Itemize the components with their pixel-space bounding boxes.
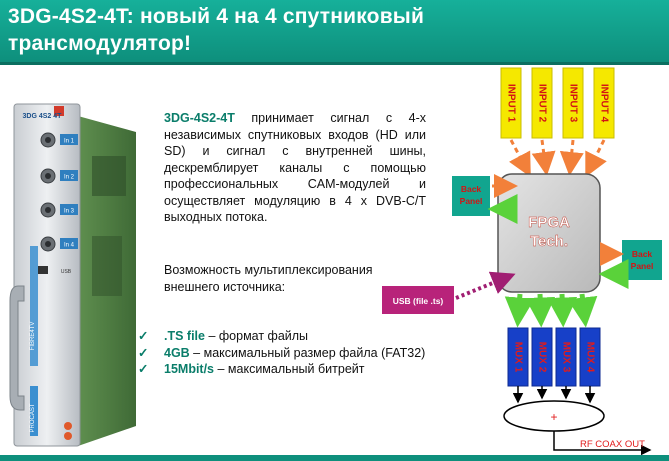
usb-source-label: USB (file .ts) <box>393 296 444 306</box>
device-image: In 1 In 2 In 3 In 4 3DG 4S2 4T USB FIBRE… <box>9 103 136 447</box>
header-divider <box>0 62 669 65</box>
mux-boxes: MUX 1 MUX 2 MUX 3 MUX 4 <box>507 327 601 387</box>
combiner-lines <box>512 386 596 404</box>
usb-port-label: USB <box>61 269 72 275</box>
back-panel-left-label: Back <box>461 184 482 194</box>
check-icon: ✓ <box>138 345 149 360</box>
mux-2: MUX 2 <box>536 342 547 373</box>
combiner-symbol: + <box>550 410 557 424</box>
rf-connectors <box>40 132 56 252</box>
device-side-text: FIBRE4TV <box>30 322 36 351</box>
block-diagram: INPUT 1 INPUT 2 INPUT 3 INPUT 4 FPGA Tec… <box>382 67 662 456</box>
multiplex-text: Возможность мультиплексирования внешнего… <box>164 263 373 294</box>
mux-3: MUX 3 <box>560 342 571 373</box>
description: 3DG-4S2-4T принимает сигнал с 4-х незави… <box>164 110 426 226</box>
check-icon: ✓ <box>138 362 149 376</box>
title-banner: 3DG-4S2-4T: новый 4 на 4 спутниковый тра… <box>0 0 669 62</box>
fpga-line-2: Tech. <box>530 233 568 250</box>
input-label-1: In 1 <box>64 139 75 145</box>
output-line <box>553 431 652 456</box>
front-panel <box>13 103 81 447</box>
feature-key: .TS file <box>164 329 205 343</box>
usb-source <box>382 286 454 314</box>
feature-item: ✓ 4GB – максимальный размер файла (FAT32… <box>138 345 438 362</box>
fpga-block <box>497 173 601 293</box>
back-panel-left <box>452 176 490 216</box>
fpga-line-1: FPGA <box>528 214 570 231</box>
description-text: принимает сигнал с 4-х независимых спутн… <box>164 111 426 224</box>
footer-bar <box>0 455 669 461</box>
handle <box>9 285 25 411</box>
back-panel-left-label-2: Panel <box>460 196 483 206</box>
page-title: 3DG-4S2-4T: новый 4 на 4 спутниковый тра… <box>8 3 424 57</box>
input-label-2: In 2 <box>64 175 75 181</box>
check-icon: ✓ <box>138 329 149 343</box>
back-panel-right <box>622 240 662 280</box>
feature-item: ✓ 15Mbit/s – максимальный битрейт <box>138 361 438 378</box>
input-1: INPUT 1 <box>505 84 516 123</box>
mux-1: MUX 1 <box>512 342 523 373</box>
input-labels: In 1 In 2 In 3 In 4 <box>60 134 78 249</box>
title-line-2: трансмодулятор! <box>8 32 192 55</box>
usb-port <box>38 266 48 274</box>
feature-key: 4GB <box>164 345 190 360</box>
output-label: RF COAX OUT <box>580 439 645 450</box>
feature-item: ✓ .TS file – формат файлы <box>138 328 438 345</box>
input-label-4: In 4 <box>64 243 75 249</box>
device-label: 3DG 4S2 4T <box>23 113 63 120</box>
feature-text: – формат файлы <box>204 329 309 343</box>
input-4: INPUT 4 <box>598 84 609 123</box>
feature-text: – максимальный размер файла (FAT32) <box>189 345 426 360</box>
feature-text: – максимальный битрейт <box>214 362 365 376</box>
input-label-3: In 3 <box>64 209 75 215</box>
input-2: INPUT 2 <box>536 84 547 123</box>
input-boxes: INPUT 1 INPUT 2 INPUT 3 INPUT 4 <box>500 67 615 139</box>
title-line-1: 3DG-4S2-4T: новый 4 на 4 спутниковый <box>8 5 425 28</box>
mux-arrows <box>504 293 598 328</box>
back-panel-right-label: Back <box>632 249 653 259</box>
feature-list: ✓ .TS file – формат файлы ✓ 4GB – максим… <box>138 328 438 378</box>
back-panel-right-label-2: Panel <box>631 261 654 271</box>
device-brand: PROCAST <box>30 403 36 432</box>
model-name: 3DG-4S2-4T <box>164 111 235 125</box>
arrow-usb <box>455 271 516 300</box>
input-arrows <box>508 139 607 178</box>
mux-4: MUX 4 <box>584 342 595 373</box>
feature-key: 15Mbit/s <box>164 362 215 376</box>
input-3: INPUT 3 <box>567 84 578 123</box>
